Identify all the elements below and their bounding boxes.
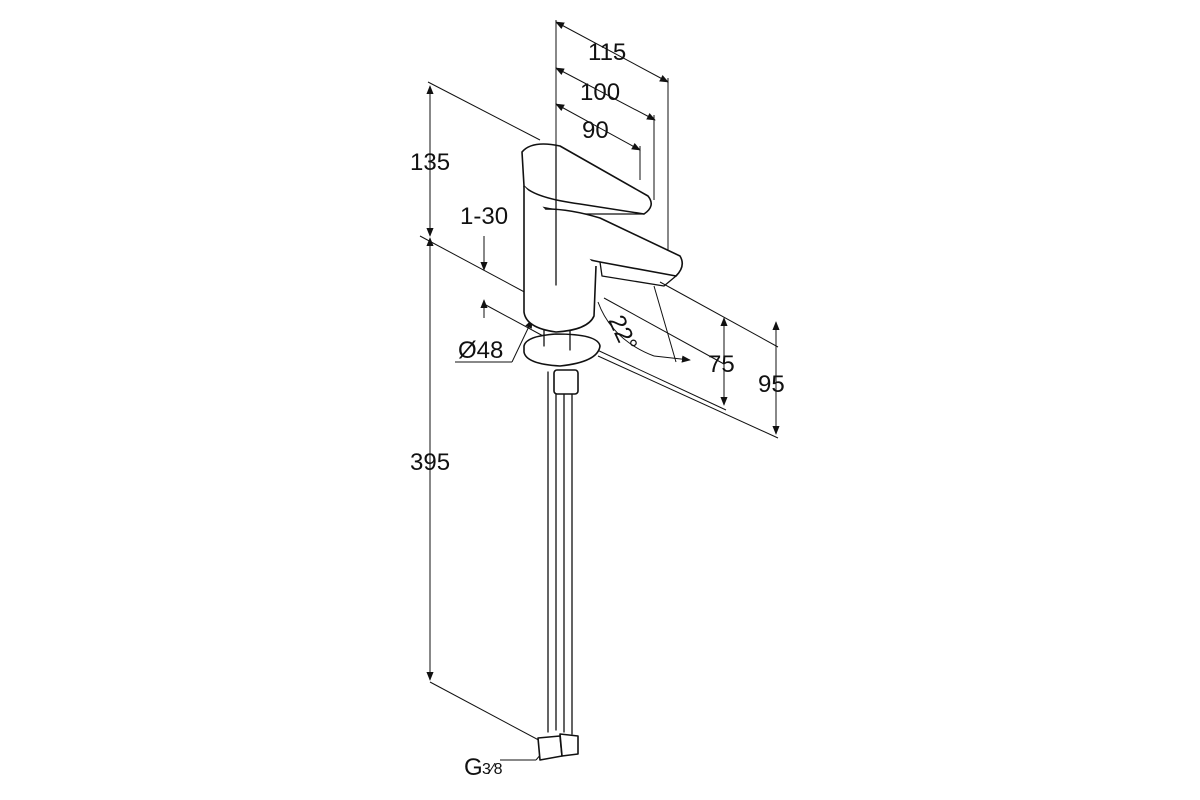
dim-48-diameter: Ø48 <box>458 337 503 364</box>
dim-135: 135 <box>410 149 450 176</box>
dim-395: 395 <box>410 449 450 476</box>
dim-95: 95 <box>758 371 785 398</box>
hose-connector-right <box>559 733 579 757</box>
dim-1-30: 1-30 <box>460 203 508 230</box>
dim-100: 100 <box>580 79 620 106</box>
hose-connector-left <box>537 735 563 761</box>
dimension-lines <box>419 20 780 761</box>
dim-22-degree: 22° <box>603 311 643 355</box>
dim-90: 90 <box>582 117 609 144</box>
faucet-body <box>521 143 684 761</box>
body-cylinder <box>523 186 597 333</box>
lever-handle <box>521 143 652 215</box>
dimension-labels: 115 100 90 135 1-30 22° Ø48 75 95 395 G … <box>410 39 785 781</box>
thread-label: G <box>464 754 483 781</box>
mounting-base <box>523 333 601 367</box>
thread-fraction: 3⁄8 <box>482 761 503 778</box>
fixing-nut <box>553 369 579 395</box>
dim-115: 115 <box>588 39 626 66</box>
dim-75: 75 <box>708 351 735 378</box>
